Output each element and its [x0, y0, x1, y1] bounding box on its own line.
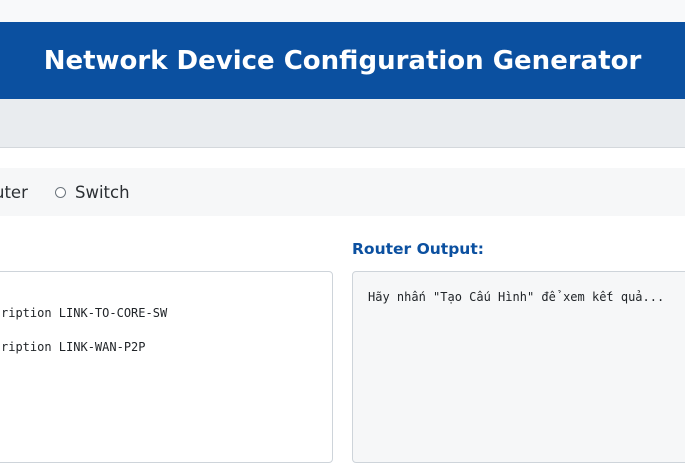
radio-switch[interactable]: Switch: [55, 168, 130, 216]
output-placeholder-text: Hãy nhấn "Tạo Cấu Hình" để xem kết quả..…: [368, 290, 665, 304]
device-type-selector: uter Switch: [0, 168, 685, 216]
toolbar: [0, 99, 685, 148]
router-output-label: Router Output:: [352, 240, 484, 258]
config-line: ription LINK-TO-CORE-SW: [1, 306, 168, 320]
config-line: ription LINK-WAN-P2P: [1, 340, 146, 354]
top-strip: [0, 0, 685, 23]
config-input-panel[interactable]: ription LINK-TO-CORE-SW ription LINK-WAN…: [0, 271, 333, 463]
page-title: Network Device Configuration Generator: [43, 45, 642, 76]
radio-switch-label: Switch: [75, 182, 130, 202]
radio-circle-icon[interactable]: [55, 186, 66, 198]
router-output-panel[interactable]: Hãy nhấn "Tạo Cấu Hình" để xem kết quả..…: [352, 271, 685, 463]
radio-router[interactable]: uter: [0, 168, 28, 216]
radio-router-label: uter: [0, 182, 28, 202]
app-header: Network Device Configuration Generator: [0, 22, 685, 99]
